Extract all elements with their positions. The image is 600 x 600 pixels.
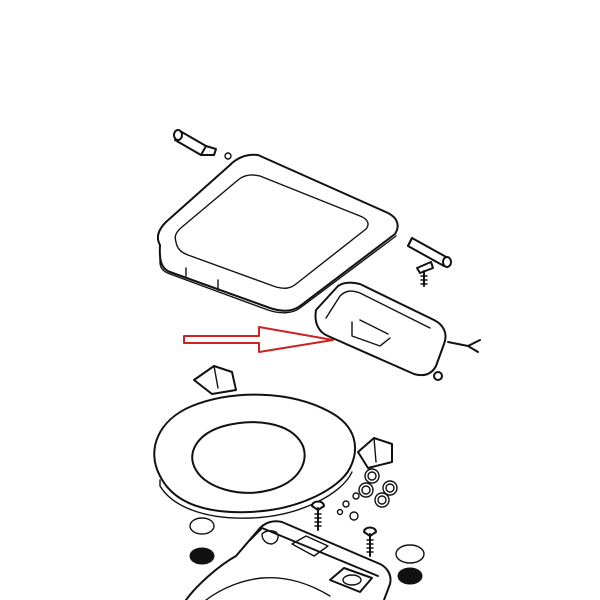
toilet-bowl (185, 520, 392, 600)
hinge-screw (416, 261, 434, 287)
hinge-housing (314, 281, 481, 381)
toilet-seat-ring (153, 393, 357, 519)
mounting-hardware (189, 468, 425, 585)
indicator-arrow (183, 326, 334, 353)
hinge-pin-left (173, 129, 232, 160)
seat-bumpers (193, 365, 393, 469)
hinge-pin-right (407, 237, 452, 268)
toilet-lid (157, 153, 399, 314)
